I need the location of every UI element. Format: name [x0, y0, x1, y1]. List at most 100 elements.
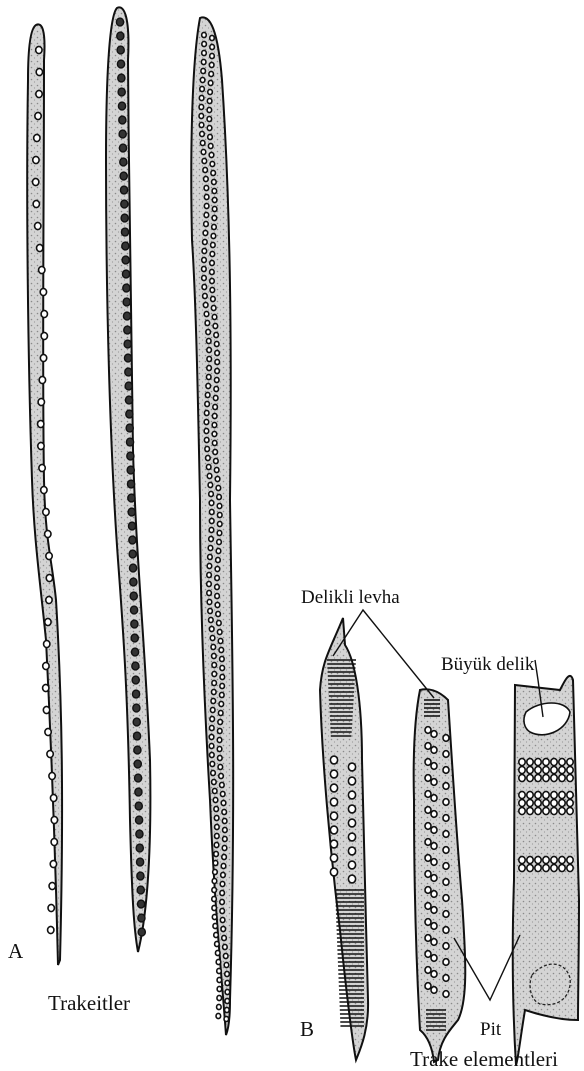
pit-mark — [213, 404, 218, 409]
pit-mark — [218, 638, 223, 643]
pit-mark — [223, 836, 228, 841]
pit-mark — [219, 692, 224, 697]
pit-mark — [559, 807, 565, 814]
pit-mark — [127, 466, 134, 474]
pit-mark — [33, 156, 39, 163]
pit-mark — [208, 134, 213, 139]
pit-mark — [203, 302, 208, 307]
pit-mark — [201, 59, 206, 64]
pit-mark — [348, 847, 355, 855]
pit-mark — [205, 446, 210, 451]
pit-mark — [217, 737, 222, 742]
pit-mark — [215, 350, 220, 355]
pit-mark — [202, 257, 207, 262]
pit-mark — [207, 116, 212, 121]
pit-mark — [527, 864, 533, 871]
pit-mark — [32, 178, 38, 185]
pit-mark — [209, 152, 214, 157]
pit-mark — [212, 215, 217, 220]
pit-mark — [225, 980, 230, 985]
pit-mark — [133, 732, 140, 740]
pit-mark — [36, 46, 42, 53]
pit-mark — [527, 766, 533, 773]
pit-mark — [119, 130, 126, 138]
pit-mark — [217, 503, 222, 508]
pit-mark — [116, 18, 123, 26]
pit-mark — [567, 766, 573, 773]
pit-mark — [207, 599, 212, 604]
pit-mark — [210, 287, 215, 292]
pit-mark — [212, 314, 217, 319]
pit-mark — [48, 904, 54, 911]
pit-mark — [220, 683, 225, 688]
pit-mark — [209, 62, 214, 67]
pit-mark — [207, 563, 212, 568]
pit-mark — [221, 800, 226, 805]
pit-mark — [117, 60, 124, 68]
pit-mark — [425, 919, 431, 926]
pit-mark — [205, 392, 210, 397]
vessel-element-2 — [414, 689, 466, 1062]
pit-mark — [213, 923, 218, 928]
pit-mark — [51, 838, 57, 845]
pit-mark — [348, 875, 355, 883]
tracheid-2 — [106, 7, 150, 952]
pit-mark — [535, 807, 541, 814]
pit-mark — [126, 438, 133, 446]
pit-mark — [127, 452, 134, 460]
pit-mark — [212, 905, 217, 910]
pit-mark — [559, 799, 565, 806]
pit-mark — [425, 759, 431, 766]
pit-mark — [224, 962, 229, 967]
pit-mark — [527, 807, 533, 814]
pit-mark — [45, 530, 51, 537]
pit-mark — [207, 347, 212, 352]
pit-mark — [443, 959, 449, 966]
pit-mark — [217, 539, 222, 544]
pit-mark — [120, 172, 127, 180]
pit-mark — [431, 891, 437, 898]
pit-mark — [208, 482, 213, 487]
pit-mark — [199, 122, 204, 127]
pit-mark — [559, 766, 565, 773]
pit-mark — [216, 611, 221, 616]
pit-mark — [118, 102, 125, 110]
pit-mark — [213, 323, 218, 328]
pit-mark — [33, 200, 39, 207]
pit-mark — [217, 530, 222, 535]
pit-mark — [207, 125, 212, 130]
pit-mark — [129, 550, 136, 558]
pit-mark — [216, 485, 221, 490]
pit-mark — [567, 864, 573, 871]
pit-mark — [35, 112, 41, 119]
pit-mark — [208, 143, 213, 148]
pit-mark — [222, 818, 227, 823]
pit-mark — [45, 728, 51, 735]
pit-mark — [211, 644, 216, 649]
pit-mark — [205, 320, 210, 325]
pit-mark — [527, 758, 533, 765]
pit-mark — [202, 50, 207, 55]
pit-mark — [203, 293, 208, 298]
pit-mark — [216, 557, 221, 562]
pit-mark — [543, 791, 549, 798]
pit-mark — [220, 899, 225, 904]
pit-mark — [214, 815, 219, 820]
pit-mark — [535, 864, 541, 871]
pit-mark — [212, 224, 217, 229]
pit-mark — [431, 987, 437, 994]
pit-mark — [125, 382, 132, 390]
pit-mark — [46, 574, 52, 581]
pit-mark — [431, 747, 437, 754]
pit-mark — [202, 32, 207, 37]
pit-mark — [44, 640, 50, 647]
pit-mark — [117, 46, 124, 54]
vessel-elements-caption: Trake elementleri — [410, 1047, 558, 1071]
pit-mark — [216, 1013, 221, 1018]
pit-mark — [201, 149, 206, 154]
pit-mark — [567, 758, 573, 765]
pit-mark — [551, 807, 557, 814]
pit-mark — [210, 161, 215, 166]
pit-mark — [120, 186, 127, 194]
pit-mark — [124, 340, 131, 348]
